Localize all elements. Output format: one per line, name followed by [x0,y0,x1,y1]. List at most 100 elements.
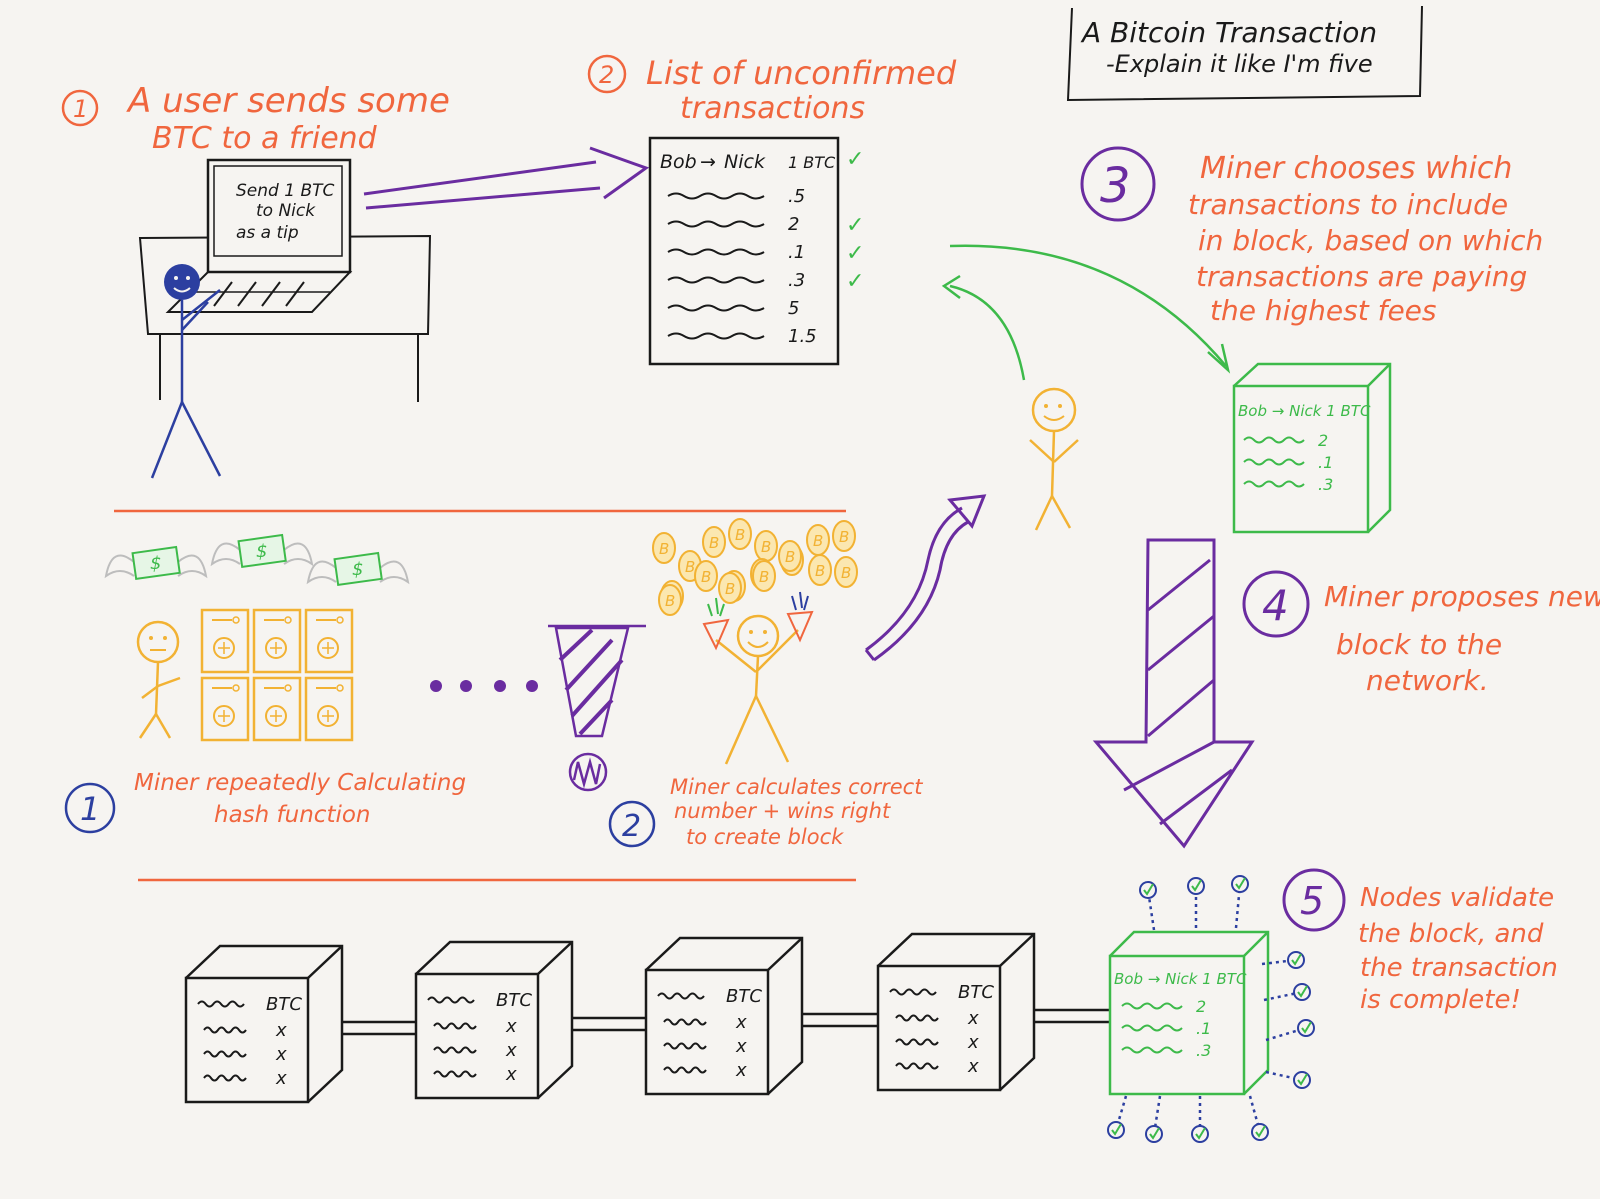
block-amount: .1 [1196,1019,1211,1038]
validator-node-icon [1266,1072,1310,1088]
bill-symbol: $ [256,541,267,562]
step2-text-line1: List of unconfirmed [646,54,957,92]
step2-text-line2: transactions [680,91,865,126]
step4-number: 4 [1262,581,1289,630]
validator-node-icon [1140,882,1156,930]
mining-rig [254,678,300,740]
step4-line3: network. [1366,664,1489,697]
step3-line4: transactions are paying [1196,260,1527,293]
mining-step2-line3: to create block [686,825,844,849]
hash-funnel [430,626,646,790]
bitcoin-coin: B [719,573,741,603]
coin-symbol: B [725,580,735,598]
chain-block-mark: x [967,1008,979,1029]
step3-line1: Miner chooses which [1200,151,1512,186]
validator-node-icon [1266,1020,1314,1040]
step3-label: 3 Miner chooses which transactions to in… [1082,148,1543,327]
mining-step1-line2: hash function [214,802,371,828]
validator-node-icon [1232,876,1248,928]
step1-text-line2: BTC to a friend [152,121,378,156]
coin-symbol: B [785,548,795,566]
validator-node-icon [1264,984,1310,1000]
coin-symbol: B [841,564,851,582]
mining-step1-line1: Miner repeatedly Calculating [134,770,466,796]
mining-step2-line1: Miner calculates correct [670,775,923,799]
tx-check: ✓ [846,213,864,238]
bitcoin-coins: BBBBBBBBBBBBBBBBBB [653,519,857,615]
chain-block-mark: x [735,1036,747,1057]
validator-node-icon [1108,1096,1126,1138]
laptop-text-line2: to Nick [256,201,316,221]
bitcoin-coin: B [833,521,855,551]
coin-symbol: B [815,562,825,580]
coin-symbol: B [701,568,711,586]
propose-arrow [1096,540,1252,846]
tx-header-arrow: → [700,151,716,173]
bill-symbol: $ [150,553,161,574]
bitcoin-coin: B [703,527,725,557]
step1-text-line1: A user sends some [126,81,450,121]
flying-bill: $ [106,547,206,579]
miner-figure-winning [704,592,812,764]
bitcoin-coin: B [807,525,829,555]
chain-block-mark: x [967,1056,979,1077]
mining-step1-label: 1 Miner repeatedly Calculating hash func… [66,770,466,832]
miner-figure-top [1030,389,1078,530]
validated-block-header: Bob → Nick 1 BTC [1114,970,1247,988]
tx-header-check: ✓ [846,147,864,172]
proposed-block: Bob → Nick 1 BTC 2 .1 .3 [1234,364,1390,532]
step2-label: 2 List of unconfirmed transactions [589,54,957,126]
step5-line4: is complete! [1360,985,1521,1015]
chain-block-mark: x [967,1032,979,1053]
chain-block-header: BTC [496,990,532,1011]
bitcoin-coin: B [653,533,675,563]
chain-block-mark: x [735,1012,747,1033]
mining-rigs [202,610,352,740]
chain-block-mark: x [505,1064,517,1085]
mining-step1-number: 1 [80,790,100,828]
tx-amount: .3 [788,270,805,291]
step3-number: 3 [1100,158,1131,214]
block-amount: 2 [1318,431,1328,450]
block-amount: .1 [1318,453,1333,472]
chain-block: BTCxxx [646,938,802,1094]
step1-label: 1 A user sends some BTC to a friend [63,81,450,156]
chain-block-mark: x [505,1016,517,1037]
block-amount: .3 [1196,1041,1211,1060]
mining-rig [202,678,248,740]
flying-money: $$$ [106,535,408,585]
coin-symbol: B [813,532,823,550]
coin-symbol: B [709,534,719,552]
chain-block-header: BTC [266,994,302,1015]
step5-line3: the transaction [1360,953,1558,983]
step4-line1: Miner proposes new [1324,580,1600,613]
block-amount: 2 [1196,997,1206,1016]
mining-rig [254,610,300,672]
step4-label: 4 Miner proposes new block to the networ… [1244,572,1600,697]
chain-block-header: BTC [726,986,762,1007]
step3-line3: in block, based on which [1198,224,1543,257]
step5-label: 5 Nodes validate the block, and the tran… [1284,870,1558,1015]
bitcoin-coin: B [809,555,831,585]
flying-bill: $ [212,535,312,567]
mining-step2-number: 2 [622,809,641,844]
validator-node-icon [1188,878,1204,928]
title-box: A Bitcoin Transaction -Explain it like I… [1068,6,1422,100]
coin-symbol: B [665,592,675,610]
tx-amount: 5 [788,298,799,319]
chain-block-mark: x [275,1068,287,1089]
bitcoin-coin: B [779,541,801,571]
block-amount: .3 [1318,475,1333,494]
proposed-block-header: Bob → Nick 1 BTC [1238,402,1371,420]
validator-node-icon [1250,1096,1268,1140]
laptop-text-line3: as a tip [236,223,299,243]
validated-block: Bob → Nick 1 BTC 2 .1 .3 [1110,932,1268,1094]
tx-check: ✓ [846,241,864,266]
laptop-text-line1: Send 1 BTC [236,181,334,201]
coin-symbol: B [659,540,669,558]
coin-symbol: B [685,558,695,576]
